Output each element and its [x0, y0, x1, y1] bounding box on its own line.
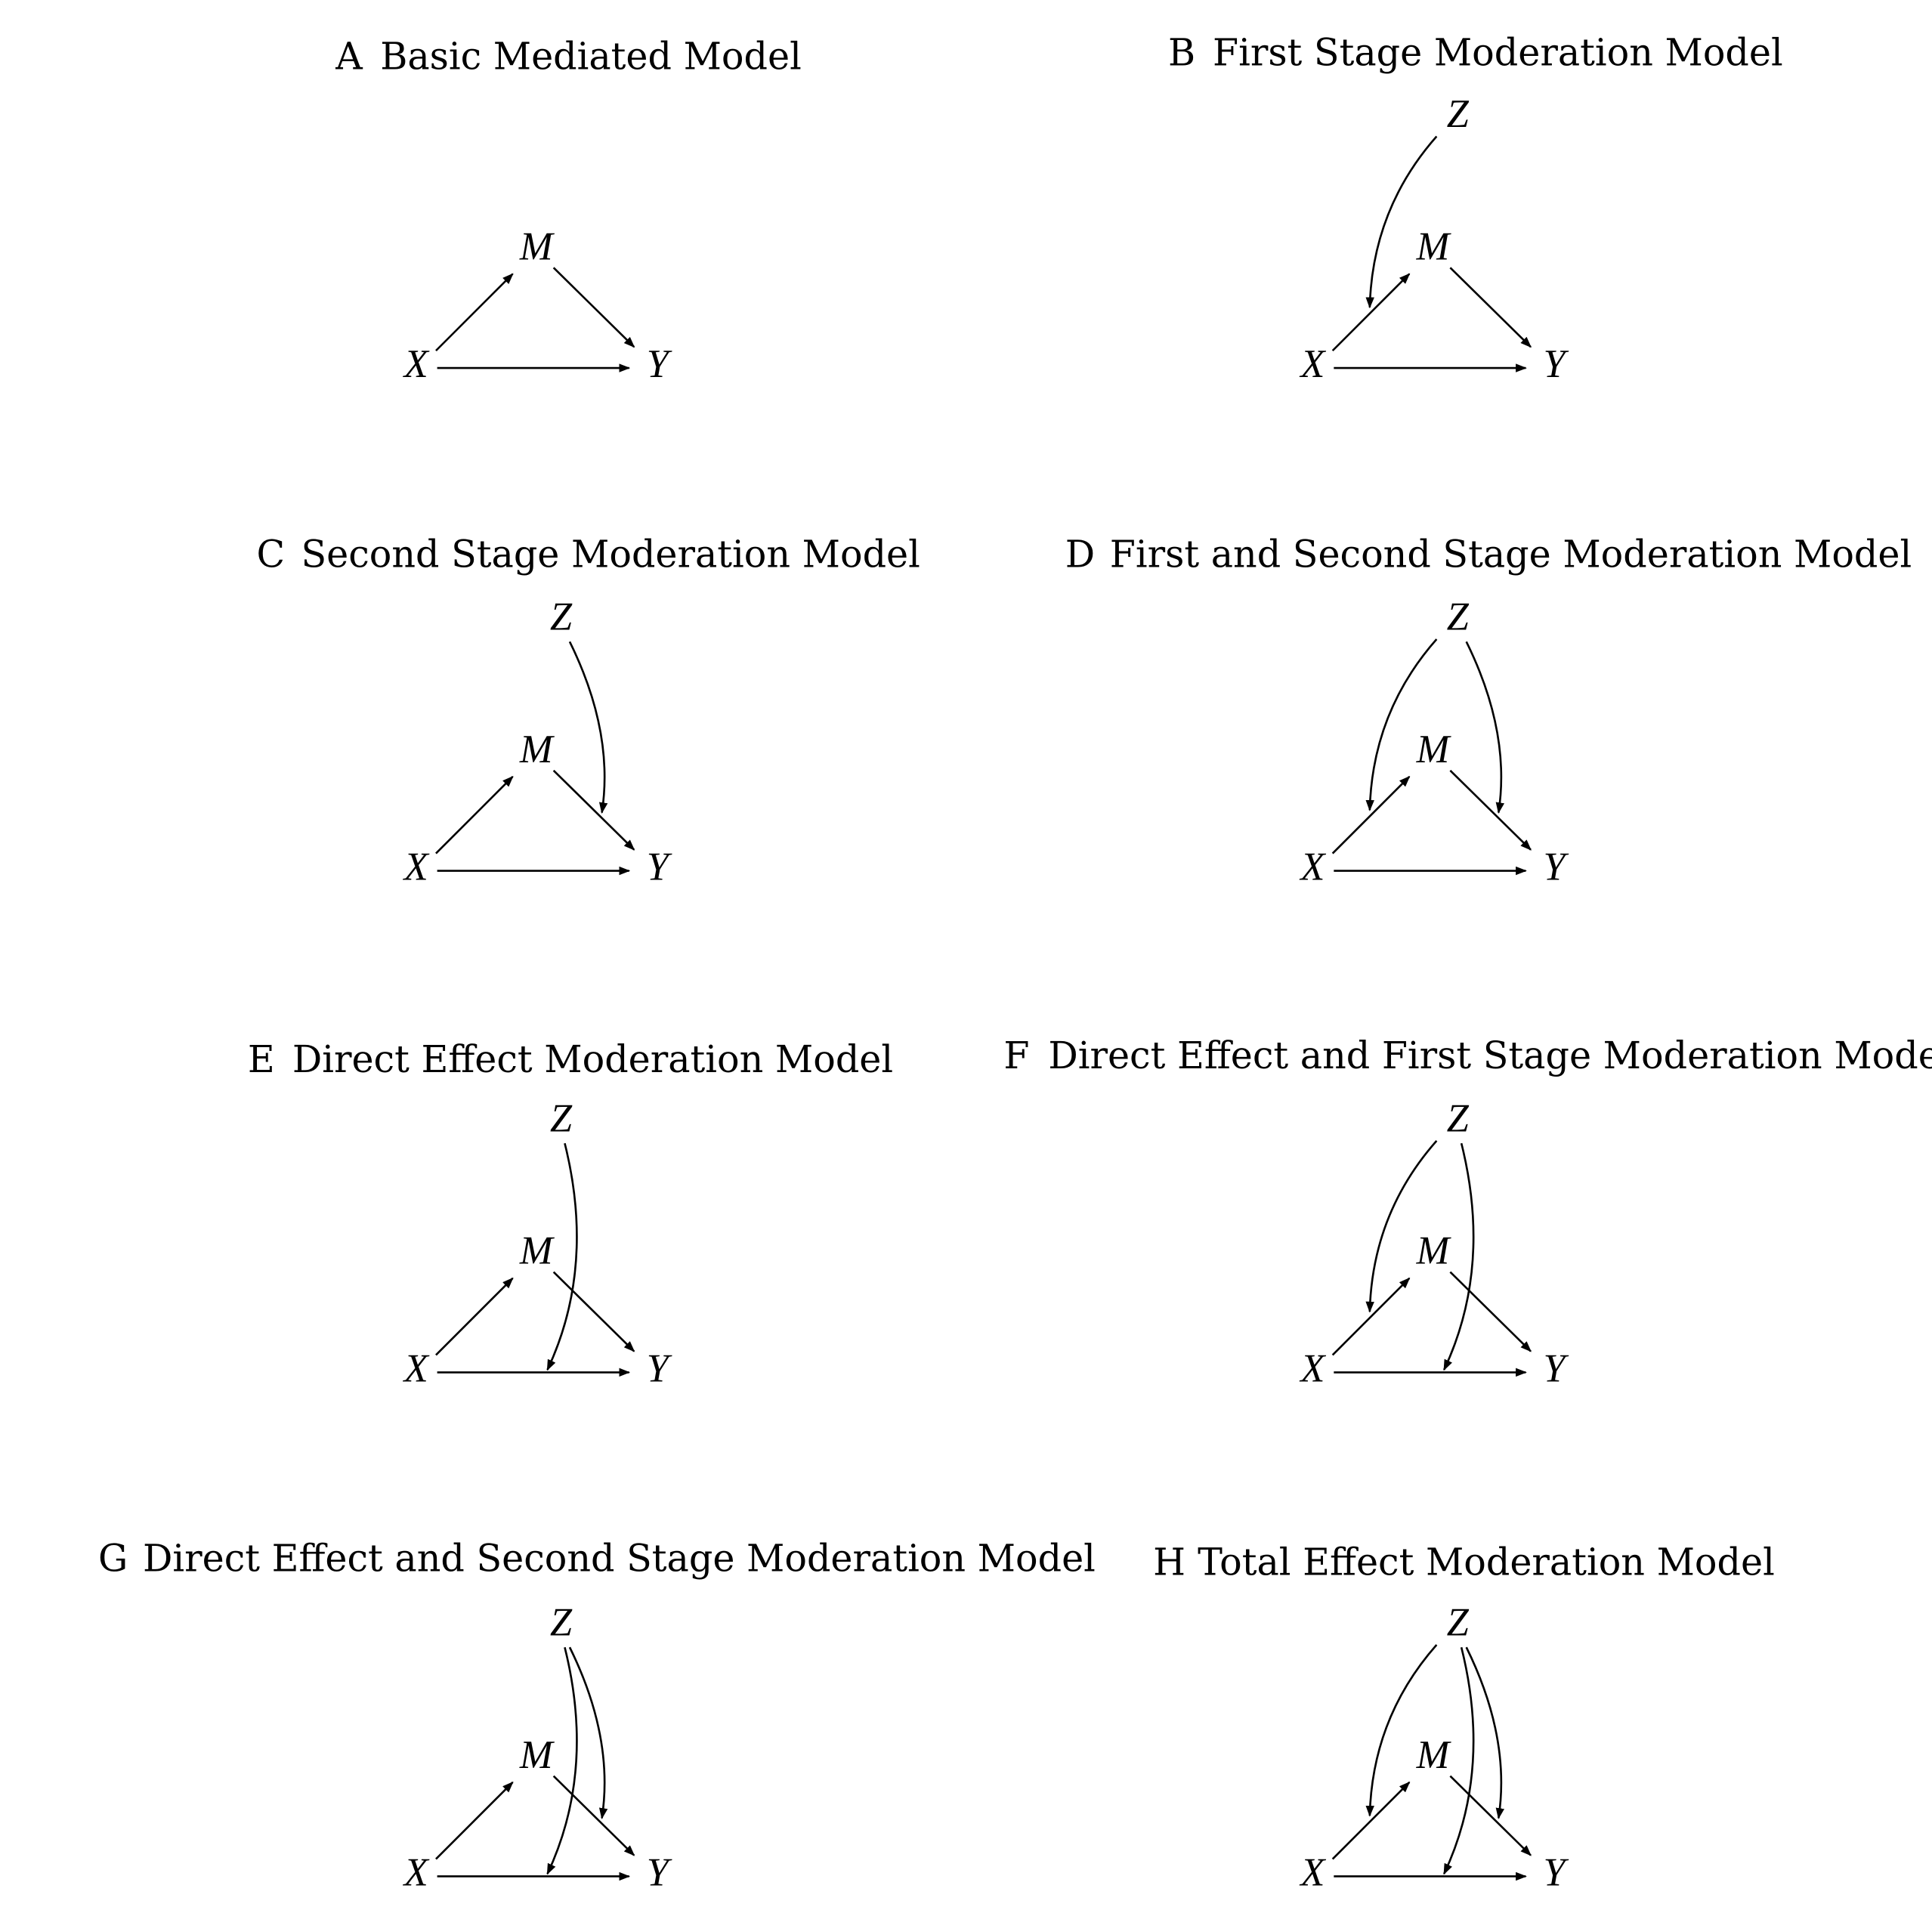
- edge-x-to-m: [435, 1781, 514, 1860]
- edge-x-to-m: [435, 273, 514, 352]
- node-x: X: [403, 1346, 430, 1390]
- panel-title: C Second Stage Moderation Model: [256, 532, 920, 576]
- panel-title: B First Stage Moderation Model: [1168, 31, 1783, 75]
- panel-title: A Basic Mediated Model: [335, 34, 802, 78]
- panel-title-text: Total Effect Moderation Model: [1198, 1541, 1775, 1584]
- edge-z-to-first-stage: [1365, 135, 1438, 309]
- edge-z-to-first-stage: [1365, 1139, 1438, 1313]
- node-y: Y: [647, 1346, 672, 1390]
- node-z: Z: [550, 595, 573, 638]
- node-m: M: [519, 1733, 555, 1777]
- node-z: Z: [1447, 595, 1470, 638]
- panel-title-text: First Stage Moderation Model: [1213, 31, 1783, 75]
- panel-g: G Direct Effect and Second Stage Moderati…: [98, 1537, 1096, 1895]
- panel-title: H Total Effect Moderation Model: [1153, 1541, 1775, 1584]
- panel-title-text: Direct Effect and First Stage Moderation…: [1048, 1034, 1932, 1077]
- node-y: Y: [1543, 342, 1569, 386]
- panel-letter: C: [256, 532, 285, 576]
- edge-m-to-y: [1449, 769, 1532, 851]
- panel-letter: F: [1003, 1034, 1029, 1077]
- node-y: Y: [1543, 845, 1569, 889]
- node-x: X: [1299, 342, 1326, 386]
- node-x: X: [403, 342, 430, 386]
- panel-letter: B: [1168, 31, 1195, 75]
- edge-x-to-m: [435, 1277, 514, 1356]
- panel-letter: D: [1065, 532, 1095, 576]
- panel-title-text: Direct Effect Moderation Model: [292, 1037, 893, 1081]
- edge-x-to-m: [1331, 273, 1411, 352]
- node-m: M: [519, 224, 555, 268]
- node-z: Z: [550, 1600, 573, 1644]
- edge-z-to-first-stage: [1365, 1644, 1438, 1817]
- edge-m-to-y: [552, 267, 635, 348]
- panel-title: E Direct Effect Moderation Model: [248, 1037, 893, 1081]
- node-z: Z: [1447, 1096, 1470, 1140]
- edge-z-to-direct-effect: [546, 1142, 578, 1371]
- node-x: X: [1299, 845, 1326, 889]
- node-x: X: [403, 1851, 430, 1895]
- node-y: Y: [1543, 1851, 1569, 1895]
- panel-title-text: Basic Mediated Model: [380, 34, 802, 78]
- edge-m-to-y: [552, 1271, 635, 1352]
- node-y: Y: [1543, 1346, 1569, 1390]
- edge-z-to-direct-effect: [1443, 1142, 1475, 1371]
- node-m: M: [1416, 728, 1452, 771]
- panel-letter: A: [335, 34, 363, 78]
- edge-z-to-second-stage: [568, 1646, 608, 1819]
- edge-z-to-second-stage: [568, 641, 608, 814]
- edge-z-to-second-stage: [1465, 641, 1504, 814]
- edge-m-to-y: [1449, 1271, 1532, 1352]
- node-y: Y: [647, 845, 672, 889]
- panel-letter: G: [98, 1537, 128, 1581]
- node-x: X: [1299, 1346, 1326, 1390]
- edge-m-to-y: [552, 769, 635, 851]
- edge-m-to-y: [1449, 267, 1532, 348]
- edge-z-to-first-stage: [1365, 638, 1438, 811]
- panel-letter: H: [1153, 1541, 1185, 1584]
- node-z: Z: [1447, 1600, 1470, 1644]
- node-x: X: [403, 845, 430, 889]
- edge-z-to-direct-effect: [1443, 1646, 1475, 1875]
- node-y: Y: [647, 1851, 672, 1895]
- edge-x-to-m: [1331, 1277, 1411, 1356]
- edge-x-to-m: [1331, 1781, 1411, 1860]
- node-m: M: [1416, 224, 1452, 268]
- edge-m-to-y: [552, 1775, 635, 1856]
- panel-title: F Direct Effect and First Stage Moderatio…: [1003, 1034, 1932, 1077]
- node-m: M: [1416, 1229, 1452, 1273]
- panel-title: D First and Second Stage Moderation Model: [1065, 532, 1912, 576]
- edge-z-to-direct-effect: [546, 1646, 578, 1875]
- node-z: Z: [1447, 92, 1470, 136]
- panel-title-text: First and Second Stage Moderation Model: [1110, 532, 1912, 576]
- node-z: Z: [550, 1096, 573, 1140]
- node-m: M: [519, 1229, 555, 1273]
- edge-m-to-y: [1449, 1775, 1532, 1856]
- node-m: M: [1416, 1733, 1452, 1777]
- panel-title-text: Second Stage Moderation Model: [301, 532, 920, 576]
- edge-z-to-second-stage: [1465, 1646, 1504, 1819]
- edge-x-to-m: [1331, 775, 1411, 855]
- panel-d: D First and Second Stage Moderation Model…: [1065, 532, 1912, 889]
- panel-letter: E: [248, 1037, 275, 1081]
- panel-f: F Direct Effect and First Stage Moderatio…: [1003, 1034, 1932, 1390]
- node-m: M: [519, 728, 555, 771]
- edge-x-to-m: [435, 775, 514, 855]
- panel-title: G Direct Effect and Second Stage Moderati…: [98, 1537, 1096, 1581]
- node-y: Y: [647, 342, 672, 386]
- panel-title-text: Direct Effect and Second Stage Moderatio…: [143, 1537, 1096, 1581]
- node-x: X: [1299, 1851, 1326, 1895]
